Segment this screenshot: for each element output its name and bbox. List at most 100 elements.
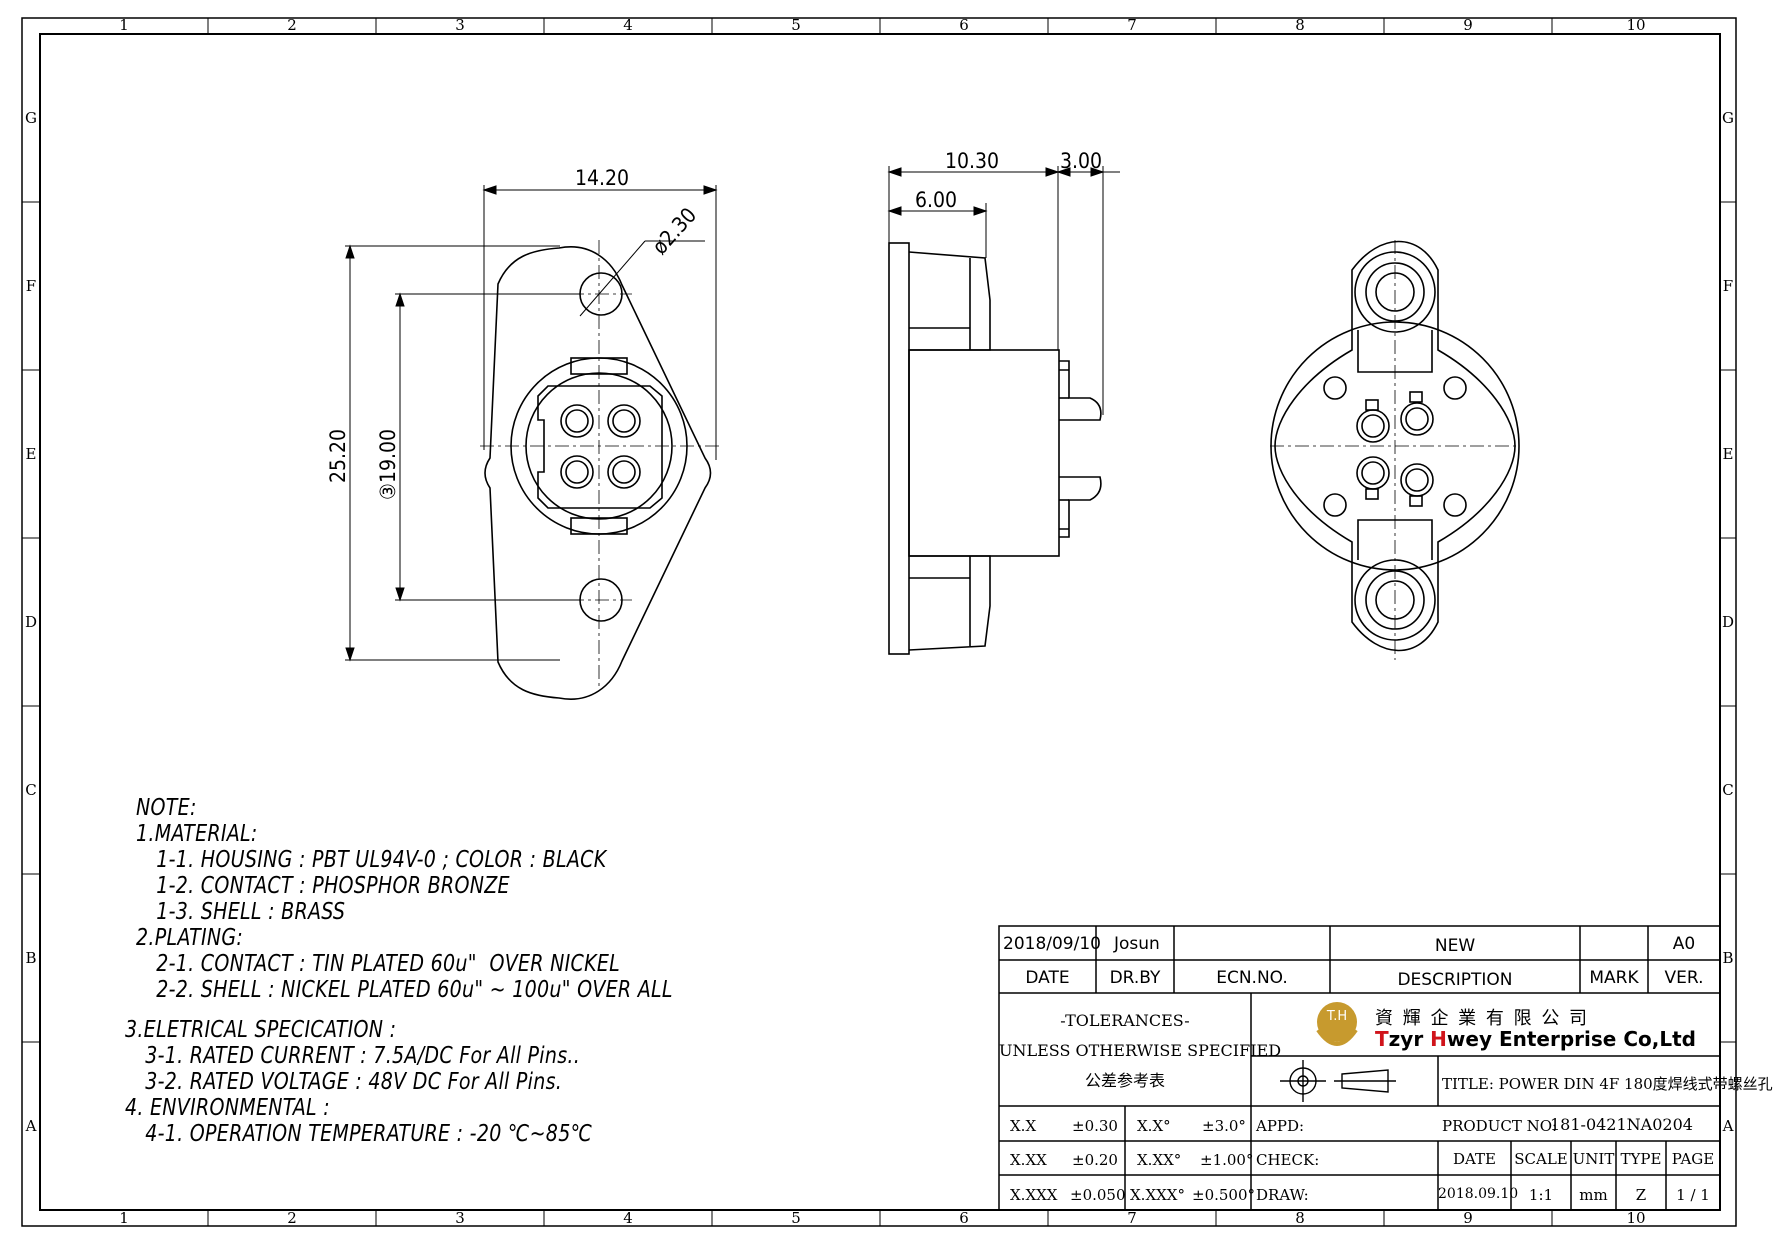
tol-row2-c: X.XX°: [1137, 1151, 1182, 1169]
ruler-column-label: 4: [623, 1209, 633, 1227]
ruler-row-label: A: [25, 1117, 37, 1135]
ruler-column-label: 8: [1295, 1209, 1305, 1227]
footer-date: 2018.09.10: [1438, 1186, 1519, 1202]
notes-m3: 1-3. SHELL : BRASS: [156, 899, 346, 925]
ruler-row-label: C: [25, 781, 36, 799]
ruler-column-label: 1: [119, 16, 129, 34]
ruler-column-label: 3: [455, 16, 465, 34]
header-mark: MARK: [1589, 968, 1639, 988]
ruler-column-label: 6: [959, 16, 969, 34]
notes-p1: 2-1. CONTACT : TIN PLATED 60u" OVER NICK…: [156, 951, 621, 977]
rev-version: A0: [1672, 934, 1696, 954]
dim-front-width: 14.20: [575, 166, 629, 190]
ruler-row-label: A: [1722, 1117, 1734, 1135]
ruler-row-label: D: [25, 613, 37, 631]
footer-type: Z: [1635, 1186, 1647, 1204]
footer-unit: mm: [1579, 1186, 1608, 1204]
tol-row2-a: X.XX: [1010, 1151, 1047, 1169]
footer-header-scale: SCALE: [1514, 1150, 1568, 1168]
header-ecn: ECN.NO.: [1216, 968, 1288, 988]
notes-p2: 2-2. SHELL : NICKEL PLATED 60u" ~ 100u" …: [156, 977, 673, 1003]
svg-text:T.H: T.H: [1326, 1009, 1347, 1024]
notes-e2: 3-2. RATED VOLTAGE : 48V DC For All Pins…: [145, 1069, 563, 1095]
ruler-column-label: 8: [1295, 16, 1305, 34]
ruler-column-label: 7: [1127, 1209, 1137, 1227]
approved-label: APPD:: [1256, 1117, 1305, 1135]
notes-material: 1.MATERIAL:: [136, 821, 258, 847]
tol-row1-d: ±3.0°: [1202, 1117, 1246, 1135]
dim-side-depth: 10.30: [945, 149, 999, 173]
footer-header-page: PAGE: [1671, 1150, 1715, 1168]
tolerances-subtitle: UNLESS OTHERWISE SPECIFIED: [999, 1041, 1282, 1060]
notes-m1: 1-1. HOUSING : PBT UL94V-0 ; COLOR : BLA…: [156, 847, 607, 873]
ruler-row-label: E: [1723, 445, 1734, 463]
front-dimension-lines: [345, 185, 718, 662]
tol-row1-b: ±0.30: [1072, 1117, 1118, 1135]
ruler-column-label: 4: [623, 16, 633, 34]
notes-environmental: 4. ENVIRONMENTAL :: [124, 1095, 330, 1121]
ruler-column-label: 2: [287, 16, 297, 34]
dim-front-pitch: ③19.00: [376, 429, 400, 500]
side-dimension-lines: [887, 166, 1120, 415]
ruler-column-label: 5: [791, 16, 801, 34]
footer-header-unit: UNIT: [1572, 1150, 1615, 1168]
dim-side-pin: 3.00: [1060, 149, 1102, 173]
front-view: [484, 246, 712, 700]
tolerances-cn: 公差参考表: [1084, 1071, 1165, 1090]
tol-row1-c: X.X°: [1137, 1117, 1171, 1135]
notes-title: NOTE:: [136, 795, 197, 821]
drawing-title: TITLE: POWER DIN 4F 180度焊线式带螺丝孔: [1442, 1075, 1773, 1093]
dim-front-height: 25.20: [326, 429, 350, 483]
ruler-column-label: 7: [1127, 16, 1137, 34]
company-initial-h: H: [1430, 1027, 1447, 1051]
footer-scale: 1:1: [1528, 1186, 1554, 1204]
ruler-column-label: 9: [1463, 16, 1473, 34]
footer-header-date: DATE: [1453, 1150, 1496, 1168]
tol-row3-c: X.XXX°: [1130, 1186, 1185, 1204]
company-word-zyr: zyr: [1388, 1027, 1431, 1051]
header-version: VER.: [1664, 968, 1704, 988]
product-no-label: PRODUCT NO:: [1442, 1117, 1558, 1135]
company-logo-icon: T.H: [1316, 1002, 1358, 1046]
header-date: DATE: [1025, 968, 1070, 988]
notes-plating: 2.PLATING:: [136, 925, 244, 951]
tol-row1-a: X.X: [1010, 1117, 1037, 1135]
product-no-value: 181-0421NA0204: [1550, 1115, 1693, 1134]
ruler-column-label: 9: [1463, 1209, 1473, 1227]
notes-e1: 3-1. RATED CURRENT : 7.5A/DC For All Pin…: [145, 1043, 581, 1069]
drawn-label: DRAW:: [1256, 1186, 1309, 1204]
rev-drby: Josun: [1114, 934, 1160, 954]
rev-date: 2018/09/10: [1003, 934, 1101, 954]
checked-label: CHECK:: [1256, 1151, 1320, 1169]
tol-row3-b: ±0.050: [1070, 1186, 1126, 1204]
notes-env1: 4-1. OPERATION TEMPERATURE : -20 ℃~85℃: [145, 1121, 593, 1147]
ruler-column-label: 3: [455, 1209, 465, 1227]
company-initial-t: T: [1375, 1027, 1389, 1051]
tol-row3-a: X.XXX: [1010, 1186, 1058, 1204]
tol-row3-d: ±0.500°: [1192, 1186, 1256, 1204]
header-description: DESCRIPTION: [1397, 970, 1513, 990]
ruler-column-label: 2: [287, 1209, 297, 1227]
dim-front-hole: ø2.30: [648, 203, 702, 259]
tol-row2-d: ±1.00°: [1200, 1151, 1254, 1169]
tolerances-title: -TOLERANCES-: [1060, 1011, 1190, 1030]
company-name-cn: 資 輝 企 業 有 限 公 司: [1375, 1008, 1590, 1029]
notes-m2: 1-2. CONTACT : PHOSPHOR BRONZE: [156, 873, 510, 899]
title-block-grid: [998, 925, 1721, 1211]
ruler-column-label: 10: [1626, 1209, 1645, 1227]
dim-side-body: 6.00: [915, 188, 957, 212]
ruler-row-label: D: [1722, 613, 1734, 631]
ruler-column-label: 10: [1626, 16, 1645, 34]
header-drby: DR.BY: [1109, 968, 1161, 988]
ruler-row-label: C: [1722, 781, 1733, 799]
ruler-row-label: G: [1722, 109, 1734, 127]
side-view: [888, 242, 1102, 655]
ruler-column-label: 6: [959, 1209, 969, 1227]
projection-symbol-icon: [1280, 1060, 1396, 1102]
ruler-row-label: G: [25, 109, 37, 127]
footer-page: 1 / 1: [1676, 1186, 1710, 1204]
tol-row2-b: ±0.20: [1072, 1151, 1118, 1169]
notes-electrical: 3.ELETRICAL SPECICATION :: [124, 1017, 397, 1043]
